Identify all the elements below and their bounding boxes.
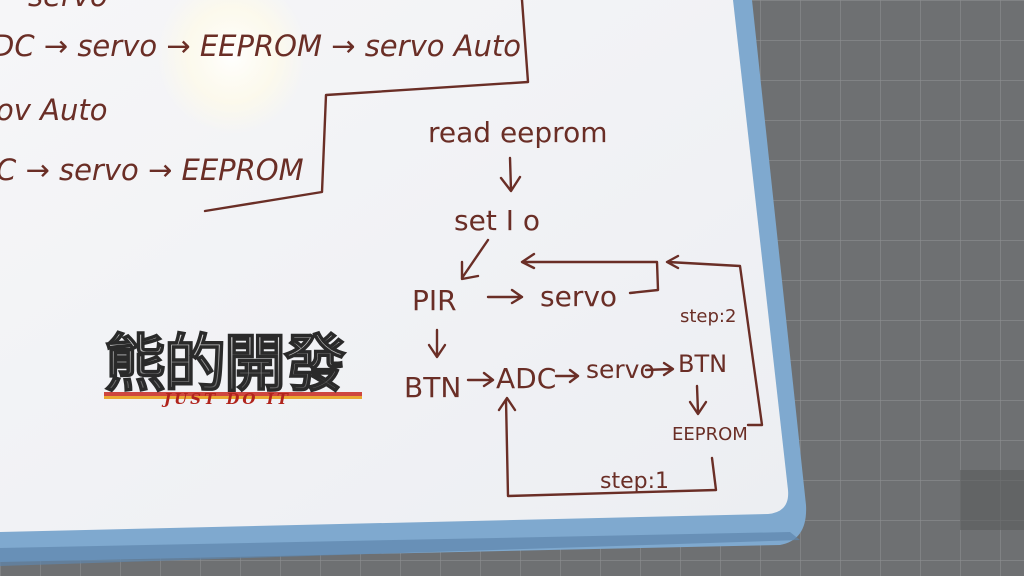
logo-title: 熊的開發 bbox=[104, 327, 346, 400]
note-top-partial: servo bbox=[28, 0, 108, 13]
flow-diagram: read eeprom set I o PIR servo BTN ADC se… bbox=[404, 116, 748, 494]
note-mov-auto: ov Auto bbox=[0, 93, 107, 127]
node-adc: ADC bbox=[496, 362, 556, 395]
note-adc-chain: DC → servo → EEPROM → servo Auto bbox=[0, 29, 521, 63]
node-read-eeprom: read eeprom bbox=[428, 116, 607, 149]
node-pir: PIR bbox=[412, 284, 457, 317]
whiteboard bbox=[0, 0, 789, 532]
node-servo: servo bbox=[540, 280, 617, 313]
note-c-chain: C → servo → EEPROM bbox=[0, 153, 304, 187]
flow-arrows bbox=[427, 156, 764, 498]
logo-subtitle: JUST DO IT bbox=[161, 390, 291, 408]
notes-box bbox=[203, 0, 530, 213]
node-eeprom: EEPROM bbox=[672, 424, 748, 445]
node-btn: BTN bbox=[404, 371, 461, 404]
label-step-1: step:1 bbox=[600, 469, 669, 494]
node-set-io: set I o bbox=[454, 204, 540, 237]
node-btn-2: BTN bbox=[678, 350, 727, 378]
light-glare bbox=[157, 0, 307, 135]
label-step-2: step:2 bbox=[680, 306, 736, 327]
top-notes: servo DC → servo → EEPROM → servo Auto o… bbox=[0, 0, 521, 187]
logo: 熊的開發 JUST DO IT bbox=[103, 326, 362, 408]
node-servo-2: servo bbox=[586, 355, 655, 384]
